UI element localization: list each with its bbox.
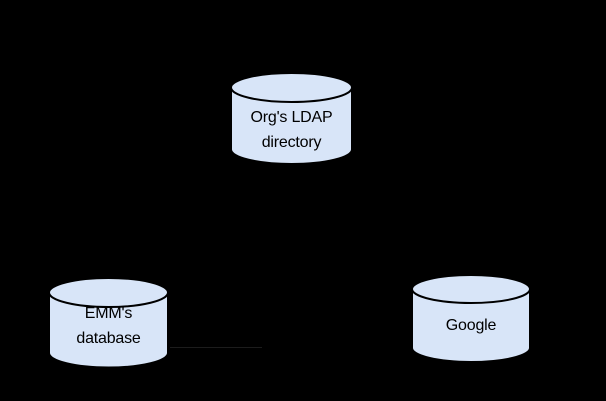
label-line: Org's LDAP <box>250 109 333 126</box>
label-line: Google <box>445 317 497 334</box>
label-google: Google <box>412 313 530 338</box>
label-line: database <box>76 330 141 347</box>
cylinder-top <box>411 274 531 304</box>
label-line: EMM's <box>84 305 133 322</box>
cylinder-ldap-directory <box>230 72 353 165</box>
cylinder-body <box>411 289 531 363</box>
cylinder-google <box>411 274 531 363</box>
label-ldap-directory: Org's LDAP directory <box>231 105 352 155</box>
cylinder-body <box>230 87 353 165</box>
cylinder-emm-database <box>48 277 169 369</box>
label-line: directory <box>261 134 322 151</box>
cylinder-top <box>48 277 169 308</box>
cylinder-body <box>48 292 169 369</box>
faint-connector-line <box>170 347 262 348</box>
cylinder-top <box>230 72 353 103</box>
label-emm-database: EMM's database <box>49 301 168 351</box>
